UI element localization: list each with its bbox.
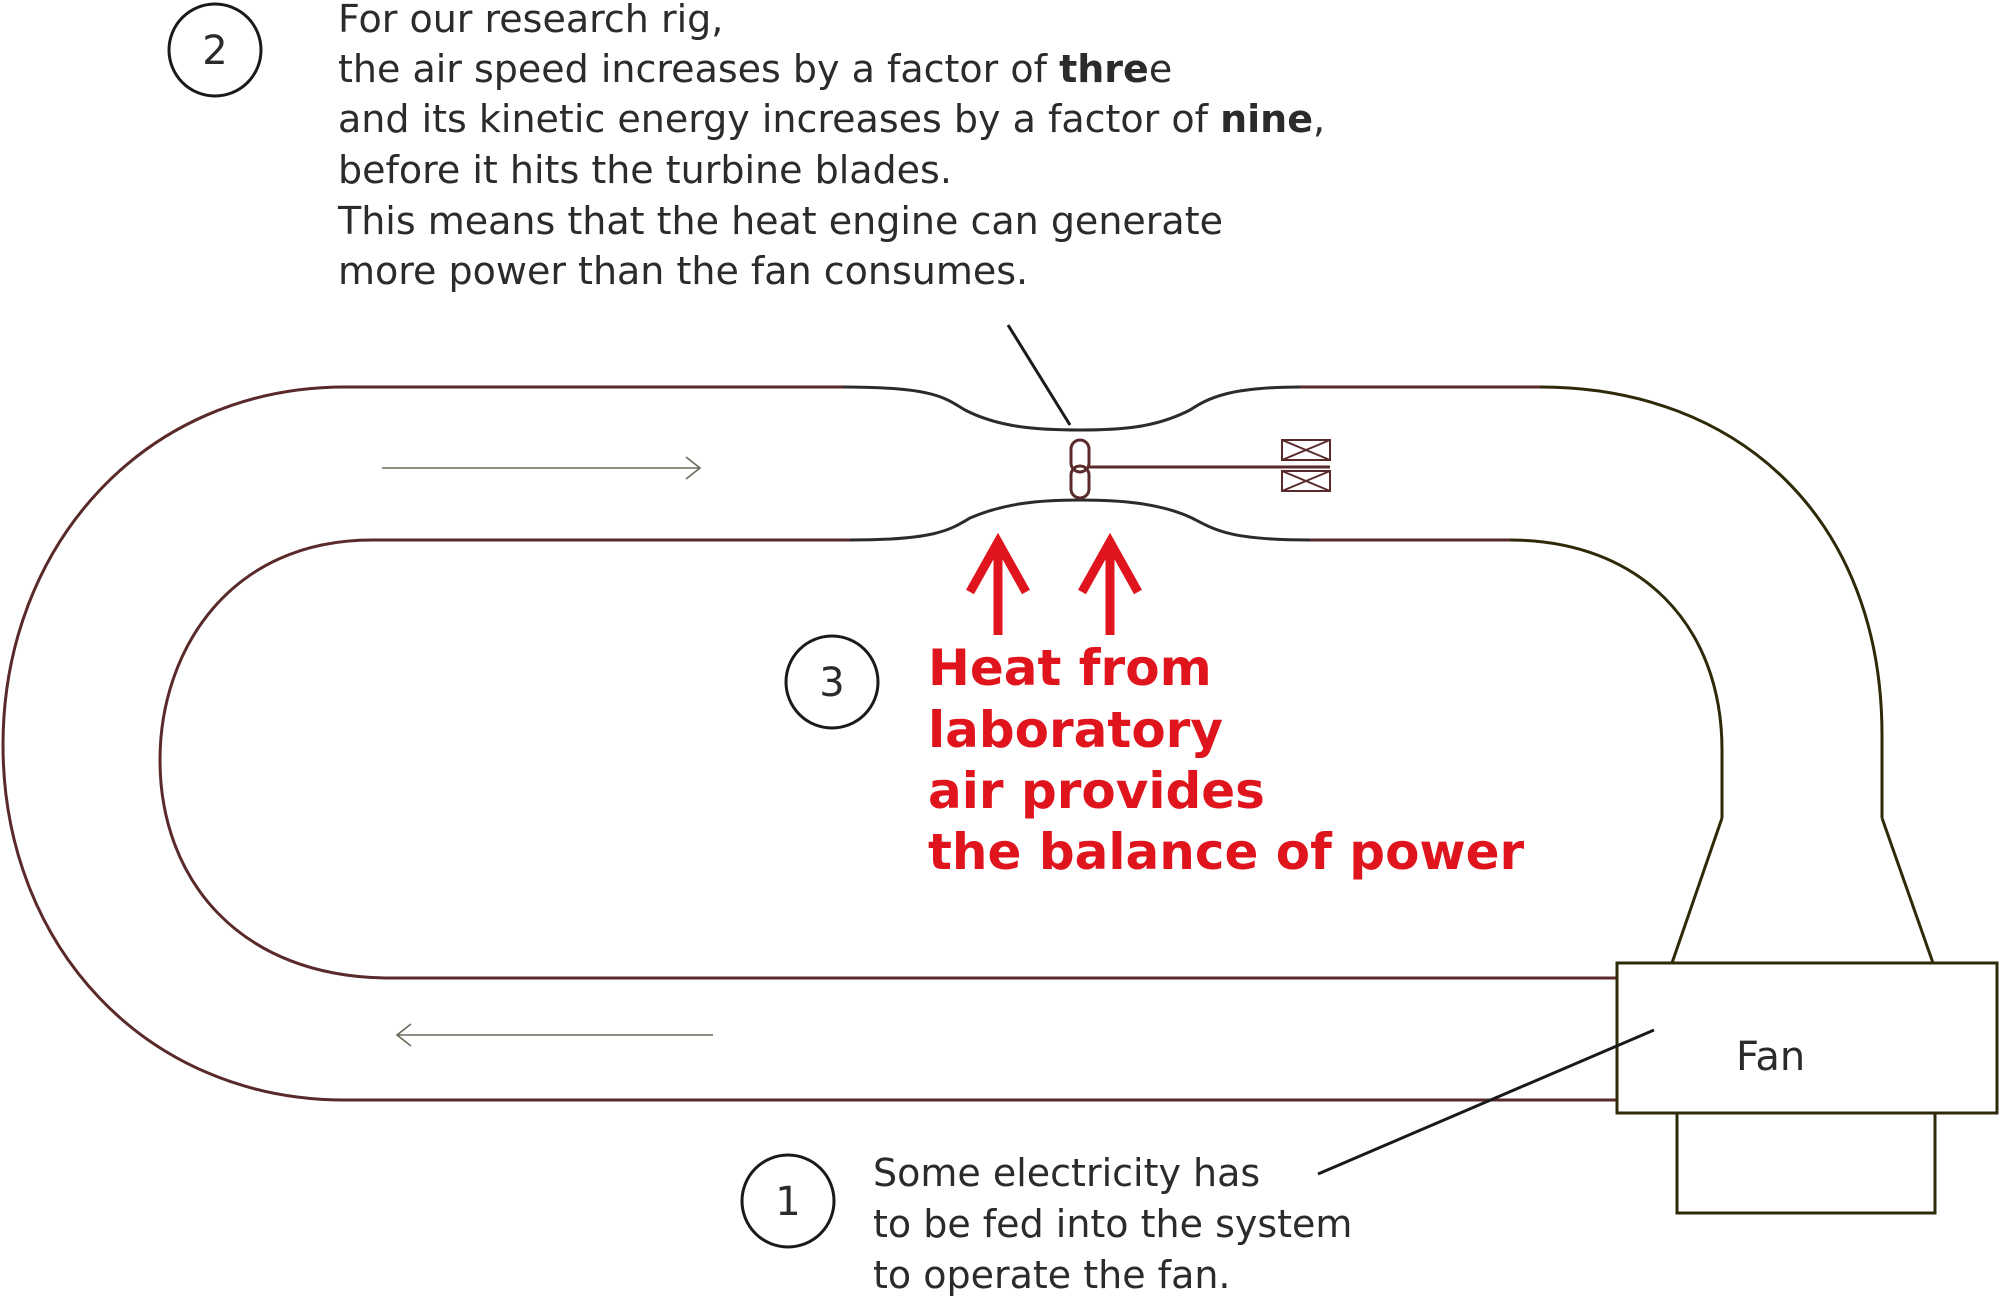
fan-motor-base (1675, 1111, 1937, 1215)
flow-arrow-right (382, 456, 702, 480)
note-2-line-2: the air speed increases by a factor of t… (338, 47, 1172, 91)
heat-arrow-left (966, 532, 1030, 635)
callout-1: 1 (740, 1153, 836, 1249)
note-1-line-3: to operate the fan. (873, 1253, 1231, 1297)
callout-1-leader (1317, 1028, 1655, 1176)
inner-diffuser-line (1670, 817, 1724, 964)
note-2-line-2-pre: the air speed increases by a factor of (338, 47, 1059, 91)
outer-contraction (842, 385, 1301, 432)
note-3-text: Heat from laboratory air provides the ba… (928, 639, 1525, 881)
inner-contraction (849, 498, 1311, 542)
note-2-line-3-bold: nine (1220, 97, 1313, 141)
turbine-blade-top (1069, 438, 1091, 474)
callout-1-number: 1 (775, 1179, 800, 1225)
note-2-line-2-bold: thre (1059, 47, 1149, 91)
inner-wall-right-bend (1509, 538, 1724, 818)
callout-1-circle (740, 1153, 836, 1249)
outer-duct-right (1300, 385, 1935, 964)
callout-2-leader (1006, 324, 1072, 426)
note-2-line-3-pre: and its kinetic energy increases by a fa… (338, 97, 1220, 141)
note-2-line-4: before it hits the turbine blades. (338, 148, 952, 192)
note-1-text: Some electricity has to be fed into the … (873, 1151, 1352, 1297)
flow-arrow-left (395, 1023, 713, 1047)
callout-3: 3 (784, 634, 880, 730)
callout-2-number: 2 (202, 28, 227, 74)
fan-unit (1615, 961, 1999, 1215)
outer-wall-right-bend (1539, 385, 1884, 818)
shaft-bearing-top (1281, 439, 1331, 461)
note-1-line-2: to be fed into the system (873, 1202, 1352, 1246)
note-2-line-3: and its kinetic energy increases by a fa… (338, 97, 1325, 141)
note-2-line-6: more power than the fan consumes. (338, 249, 1028, 293)
callout-3-number: 3 (819, 660, 844, 706)
shaft-bearing-bottom (1281, 470, 1331, 492)
callout-2-circle (167, 2, 263, 98)
inner-duct-wall (158, 538, 1617, 980)
callout-2: 2 (167, 2, 263, 98)
nozzle-top-wall (842, 385, 1301, 432)
note-2-line-3-post: , (1313, 97, 1325, 141)
fan-housing (1615, 961, 1999, 1115)
note-2-line-5: This means that the heat engine can gene… (337, 199, 1223, 243)
inner-wall-left-bend (158, 538, 391, 980)
note-3-line-2: laboratory (928, 701, 1223, 759)
note-2-line-2-post: e (1149, 47, 1172, 91)
note-2-line-1: For our research rig, (338, 0, 723, 41)
nozzle-bottom-wall (849, 498, 1311, 542)
turbine (1069, 438, 1331, 500)
note-3-line-4: the balance of power (928, 823, 1525, 881)
callout-3-circle (784, 634, 880, 730)
outer-diffuser-line (1880, 817, 1935, 964)
outer-wall-left-bend (1, 385, 346, 1102)
note-3-line-1: Heat from (928, 639, 1212, 697)
fan-label: Fan (1736, 1034, 1805, 1080)
outer-duct-wall (1, 385, 1617, 1102)
turbine-blade-bottom (1069, 464, 1091, 500)
heat-arrow-right (1078, 532, 1142, 635)
inner-duct-right (1310, 538, 1724, 964)
note-3-line-3: air provides (928, 762, 1265, 820)
note-2-text: For our research rig, the air speed incr… (337, 0, 1325, 293)
note-1-line-1: Some electricity has (873, 1151, 1260, 1195)
